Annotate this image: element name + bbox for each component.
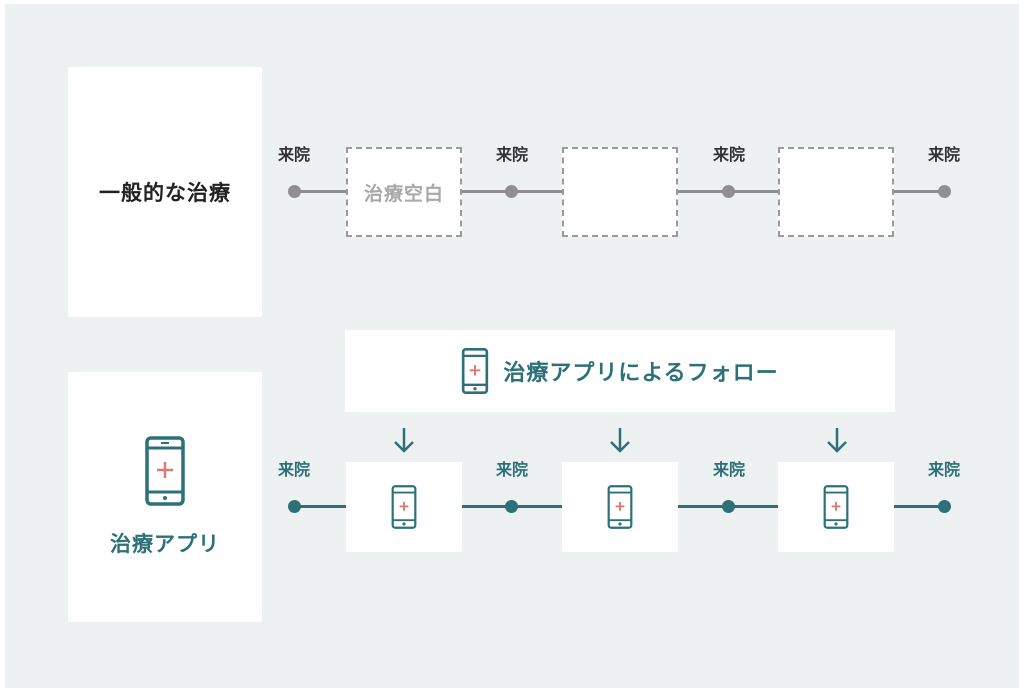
visit-label: 来院 [277, 145, 310, 164]
treatment-gap-box [562, 147, 678, 237]
visit-label: 来院 [712, 460, 745, 479]
visit-label: 来院 [927, 460, 960, 479]
app-follow-box [778, 462, 894, 552]
visit-label: 来院 [927, 145, 960, 164]
visit-label: 来院 [495, 145, 528, 164]
smartphone-medical-icon [823, 485, 849, 529]
visit-dot [288, 500, 301, 513]
timeline-segment [294, 190, 346, 193]
visit-dot [722, 185, 735, 198]
arrow-down-icon [610, 428, 630, 453]
diagram-canvas: 一般的な治療 来院 来院 来院 来院 治療空白 治療アプリ [5, 4, 1019, 688]
smartphone-medical-icon [391, 485, 417, 529]
visit-dot [938, 185, 951, 198]
treatment-gap-box: 治療空白 [346, 147, 462, 237]
smartphone-medical-icon [145, 436, 185, 506]
app-treatment-label: 治療アプリ [110, 532, 220, 556]
visit-dot [505, 500, 518, 513]
app-follow-banner-text: 治療アプリによるフォロー [503, 361, 779, 386]
app-follow-box [346, 462, 462, 552]
visit-label: 来院 [495, 460, 528, 479]
timeline-segment [894, 190, 946, 193]
timeline-segment [294, 505, 346, 508]
arrow-down-icon [827, 428, 847, 453]
visit-label: 来院 [712, 145, 745, 164]
app-follow-banner: 治療アプリによるフォロー [345, 330, 895, 412]
arrow-down-icon [394, 428, 414, 453]
treatment-gap-box [778, 147, 894, 237]
visit-dot [505, 185, 518, 198]
app-treatment-panel: 治療アプリ [68, 372, 262, 622]
visit-label: 来院 [277, 460, 310, 479]
treatment-gap-label: 治療空白 [363, 182, 444, 205]
visit-dot [288, 185, 301, 198]
app-follow-box [562, 462, 678, 552]
smartphone-medical-icon [462, 348, 489, 394]
visit-dot [722, 500, 735, 513]
smartphone-medical-icon [607, 485, 633, 529]
general-treatment-panel: 一般的な治療 [68, 67, 262, 317]
timeline-segment [894, 505, 946, 508]
visit-dot [938, 500, 951, 513]
general-treatment-label: 一般的な治療 [99, 181, 231, 205]
